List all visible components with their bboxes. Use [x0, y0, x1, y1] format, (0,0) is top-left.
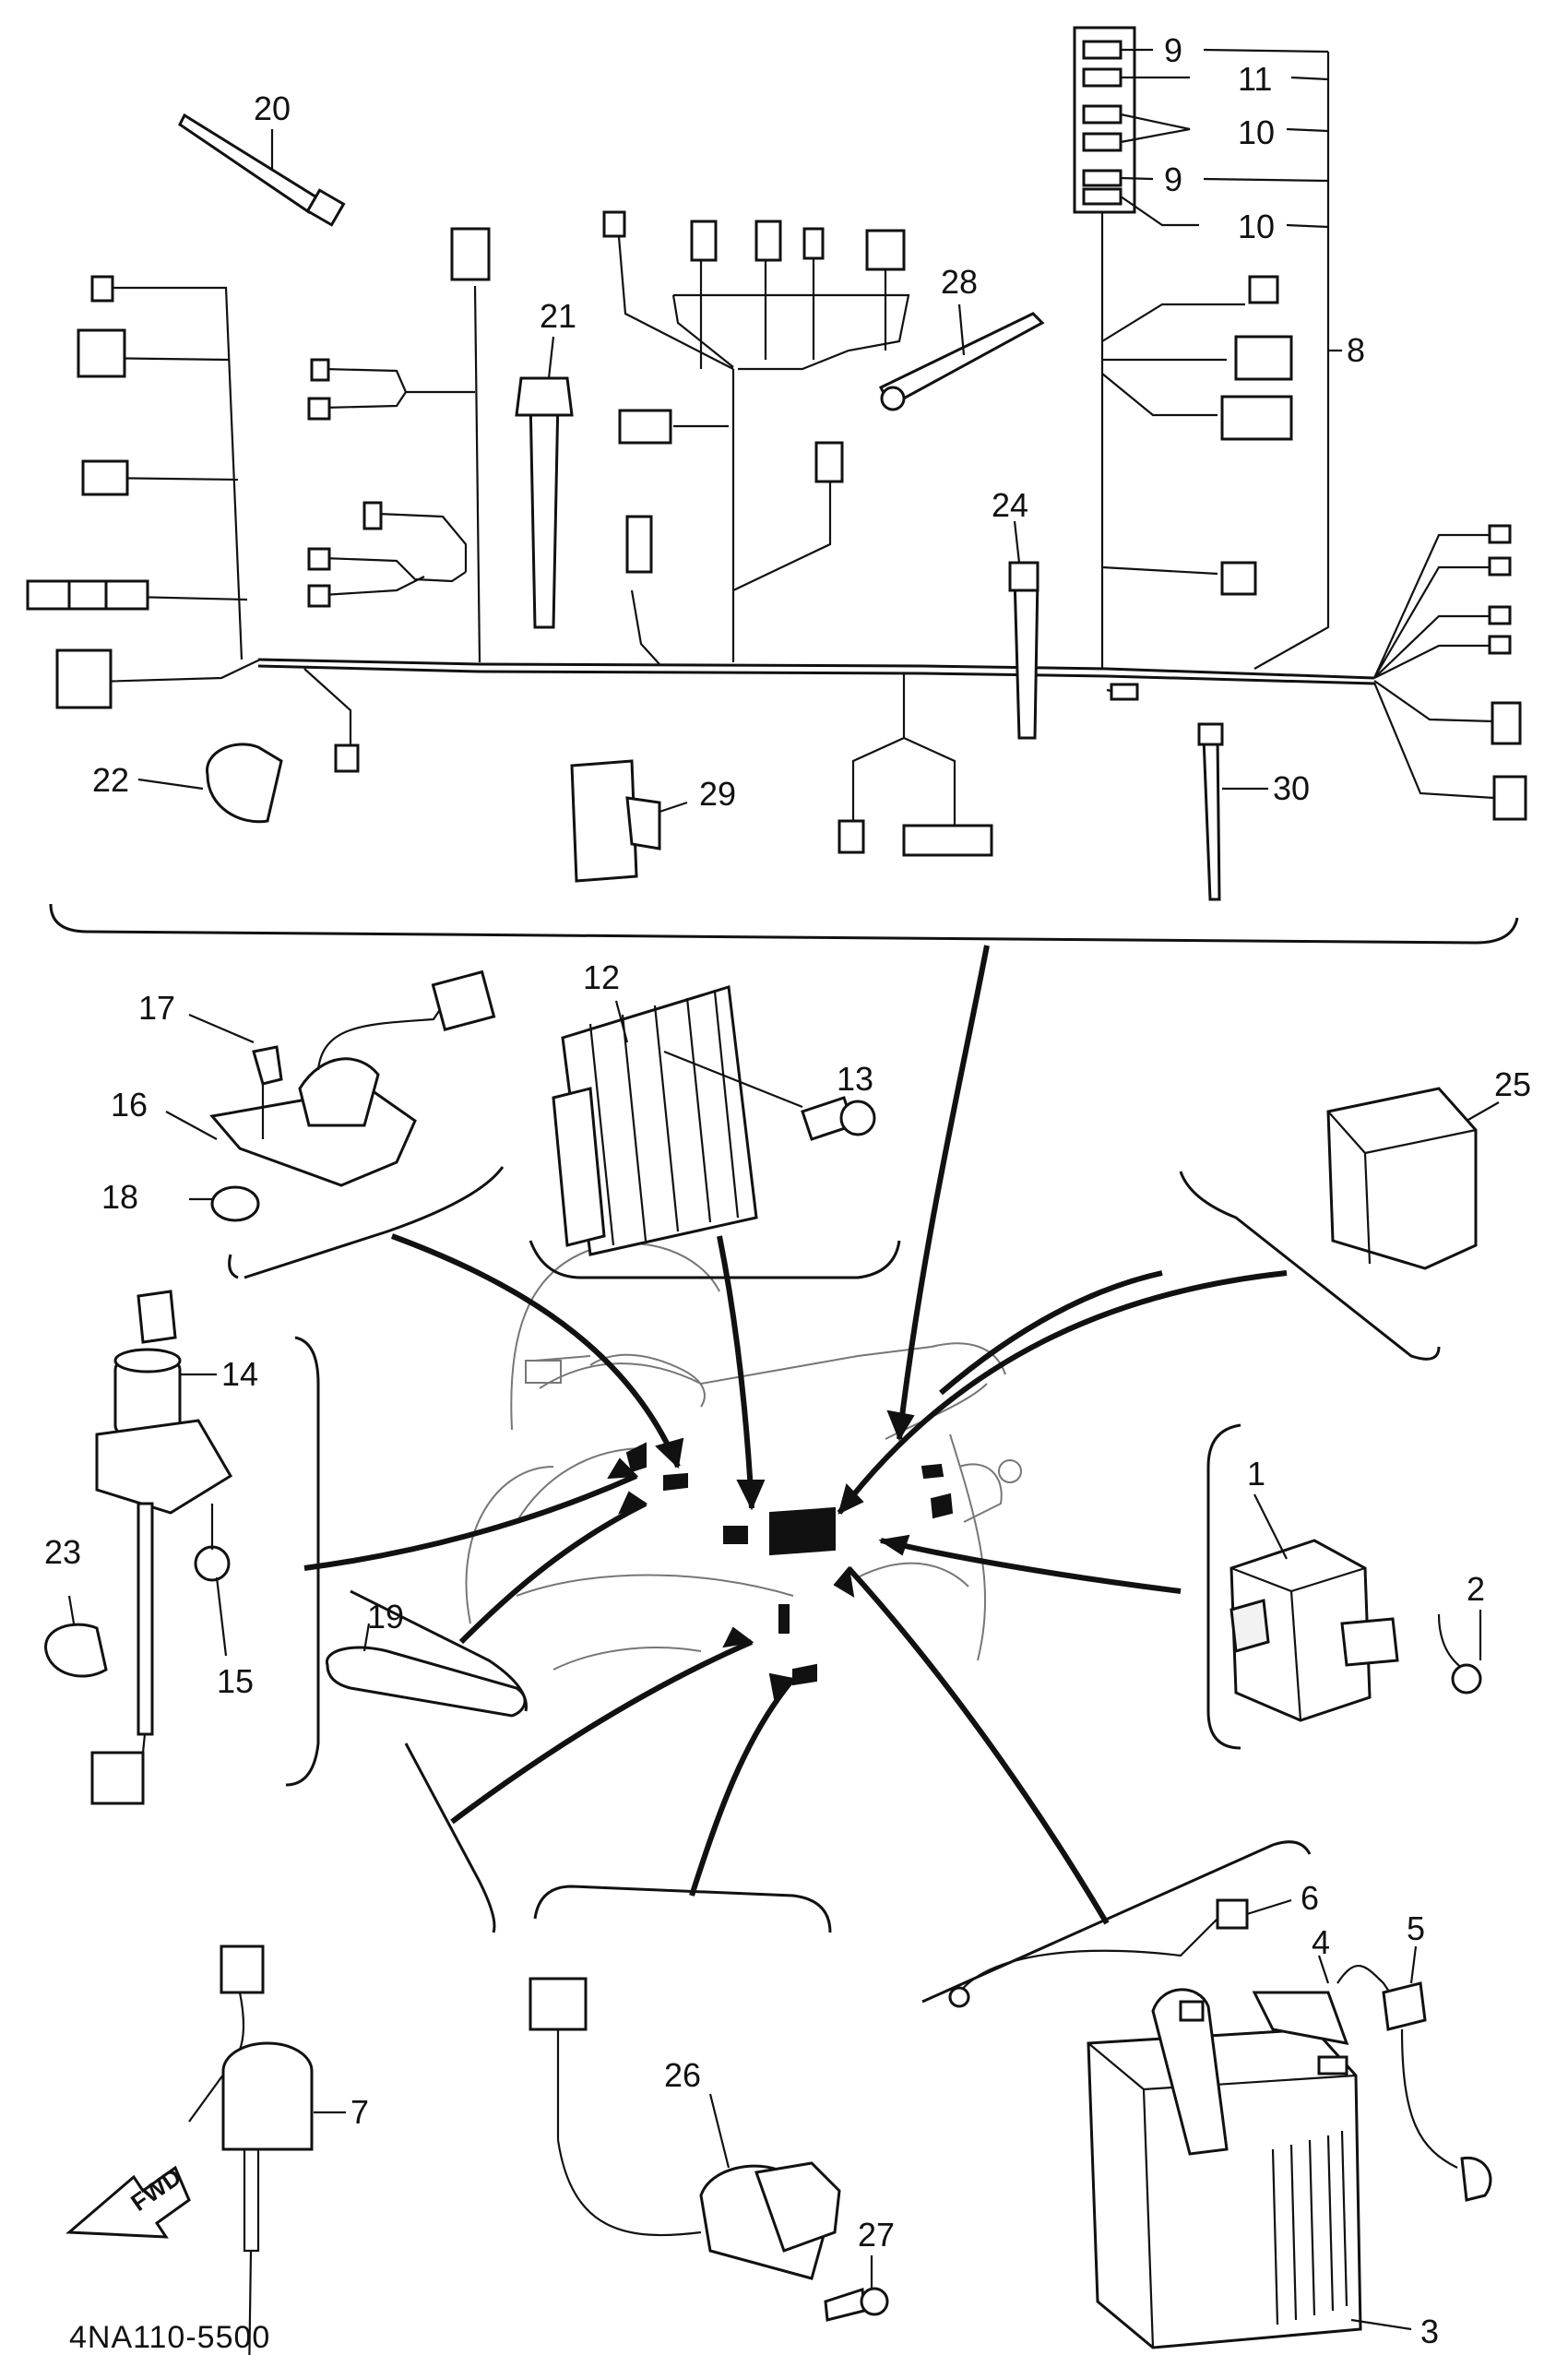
relay-25 — [1326, 1087, 1500, 1270]
callout-15: 15 — [217, 1662, 254, 1700]
callout-4: 4 — [1312, 1923, 1330, 1961]
callout-24: 24 — [992, 486, 1028, 524]
central-mount-parts — [625, 1442, 954, 1686]
callout-30: 30 — [1273, 769, 1310, 807]
callout-labels: 1 2 3 4 5 6 7 8 9 9 10 10 11 12 13 14 15… — [44, 31, 1531, 2350]
clamp-22 — [137, 743, 283, 824]
callout-9a: 9 — [1164, 31, 1182, 69]
callout-6: 6 — [1301, 1879, 1319, 1917]
callout-13: 13 — [837, 1060, 873, 1098]
vehicle-frame-outline — [465, 1243, 1022, 1671]
callout-10a: 10 — [1238, 113, 1275, 151]
callout-14: 14 — [221, 1355, 258, 1393]
callout-22: 22 — [92, 761, 129, 799]
fwd-arrow-icon — [65, 2165, 191, 2239]
wire-harness — [26, 26, 1527, 857]
callout-19: 19 — [367, 1598, 404, 1635]
callout-9b: 9 — [1164, 161, 1182, 198]
rectifier-regulator-12 — [552, 985, 876, 1256]
assembly-arrows — [303, 945, 1288, 1925]
callout-25: 25 — [1494, 1065, 1531, 1103]
callout-18: 18 — [101, 1178, 138, 1216]
bracket-28 — [878, 303, 1045, 411]
callout-1: 1 — [1247, 1455, 1265, 1493]
callout-17: 17 — [138, 989, 175, 1027]
rubber-band-19 — [326, 1623, 527, 1718]
holder-29 — [570, 759, 688, 883]
part-code: 4NA110-5500 — [69, 2320, 270, 2355]
callout-28: 28 — [941, 263, 978, 301]
callout-26: 26 — [664, 2056, 701, 2094]
callout-8: 8 — [1347, 331, 1365, 369]
callout-16: 16 — [111, 1086, 148, 1124]
group-brackets — [228, 1166, 1441, 2004]
clamp-23 — [44, 1595, 108, 1678]
sensor-bracket-16 — [165, 969, 496, 1222]
neutral-switch-7 — [188, 1945, 346, 2355]
tie-band-21 — [515, 336, 574, 629]
callout-11: 11 — [1238, 60, 1272, 98]
callout-7: 7 — [350, 2093, 369, 2131]
tie-wrap-20 — [178, 113, 346, 227]
clip-24 — [1008, 520, 1039, 740]
callout-27: 27 — [858, 2216, 895, 2254]
battery-3 — [948, 1898, 1492, 2349]
callout-12: 12 — [583, 958, 620, 996]
callout-5: 5 — [1407, 1909, 1425, 1947]
main-switch-14 — [90, 1290, 233, 1805]
callout-20: 20 — [254, 89, 291, 127]
switch-26 — [529, 1977, 889, 2322]
callout-2: 2 — [1467, 1570, 1485, 1608]
callout-23: 23 — [44, 1533, 81, 1571]
harness-group-bracket — [49, 903, 1519, 945]
callout-29: 29 — [699, 775, 736, 813]
callout-21: 21 — [540, 297, 576, 335]
callout-3: 3 — [1420, 2313, 1439, 2350]
callout-10b: 10 — [1238, 208, 1275, 245]
starter-relay-1 — [1229, 1493, 1482, 1722]
tie-wrap-30 — [1197, 722, 1268, 901]
